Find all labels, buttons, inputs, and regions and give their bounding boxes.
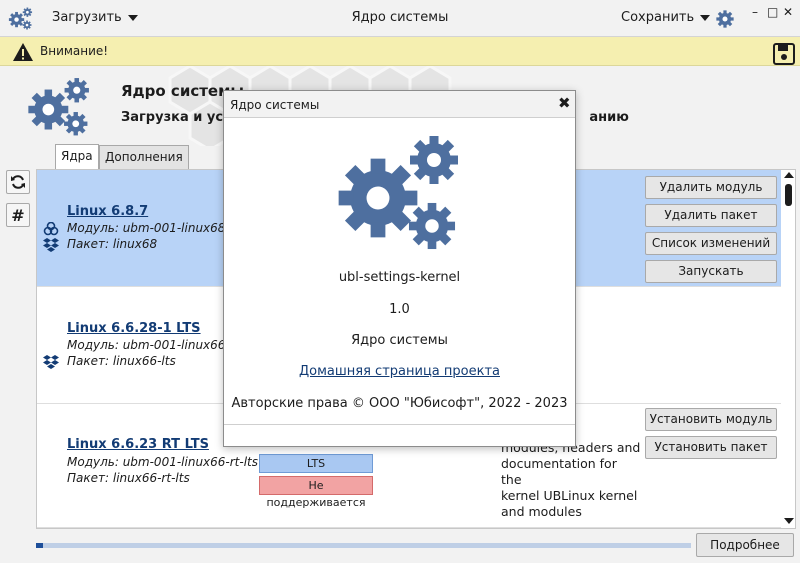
dialog-header: Ядро системы ✖ xyxy=(224,91,575,118)
warning-bar: Внимание! xyxy=(0,37,800,66)
warning-icon xyxy=(13,43,33,61)
unsupported-badge: Не поддерживается xyxy=(259,476,373,509)
list-scrollbar[interactable] xyxy=(783,170,795,528)
minimize-button[interactable]: – xyxy=(752,5,758,19)
save-menu-button[interactable]: Сохранить xyxy=(621,10,711,25)
banner-subtitle-start: Загрузка и уста xyxy=(121,110,240,125)
refresh-button[interactable] xyxy=(6,170,30,194)
gears-icon xyxy=(8,6,34,32)
description-line: and modules xyxy=(501,504,582,519)
kernel-title[interactable]: Linux 6.6.28-1 LTS xyxy=(67,321,201,336)
banner-title: Ядро системы xyxy=(121,82,244,100)
scroll-up-icon[interactable] xyxy=(784,172,794,178)
kernel-package: Пакет: linux66-rt-lts xyxy=(67,471,190,485)
gears-icon xyxy=(334,134,468,256)
kernel-module: Модуль: ubm-001-linux66-l xyxy=(67,338,234,352)
run-button[interactable]: Запускать xyxy=(645,260,777,283)
close-button[interactable]: ✕ xyxy=(783,5,794,19)
project-link-row: Домашняя страница проекта xyxy=(224,364,575,379)
tab-kernels[interactable]: Ядра xyxy=(55,144,99,170)
close-icon[interactable]: ✖ xyxy=(558,94,571,112)
save-menu-label: Сохранить xyxy=(621,10,695,25)
scroll-down-icon[interactable] xyxy=(784,518,794,524)
load-menu-label: Загрузить xyxy=(52,10,122,25)
package-icon xyxy=(43,355,59,369)
install-module-button[interactable]: Установить модуль xyxy=(645,408,777,431)
load-menu-button[interactable]: Загрузить xyxy=(52,10,138,25)
kernel-package: Пакет: linux68 xyxy=(67,237,158,251)
scroll-thumb[interactable] xyxy=(785,184,792,206)
kernel-module: Модуль: ubm-001-linux68 xyxy=(67,221,226,235)
save-icon[interactable] xyxy=(772,42,796,66)
kernel-title[interactable]: Linux 6.8.7 xyxy=(67,204,149,219)
warning-text: Внимание! xyxy=(40,44,109,58)
project-homepage-link[interactable]: Домашняя страница проекта xyxy=(299,364,500,379)
about-dialog: Ядро системы ✖ ubl-settings-kernel 1.0 Я… xyxy=(223,90,576,447)
details-button[interactable]: Подробнее xyxy=(696,533,794,557)
description-line: kernel UBLinux kernel xyxy=(501,488,638,503)
dialog-divider xyxy=(224,424,575,425)
chevron-down-icon xyxy=(127,14,138,21)
kernel-title[interactable]: Linux 6.6.23 RT LTS xyxy=(67,437,209,452)
tab-addons[interactable]: Дополнения xyxy=(99,145,189,169)
progress-fill xyxy=(36,543,43,548)
kernel-module: Модуль: ubm-001-linux66-rt-lts xyxy=(67,455,259,469)
app-description: Ядро системы xyxy=(351,333,448,348)
copyright: Авторские права © ООО "Юбисофт", 2022 - … xyxy=(231,396,568,411)
remove-package-button[interactable]: Удалить пакет xyxy=(645,204,777,227)
hash-icon: # xyxy=(11,205,25,225)
hash-button[interactable]: # xyxy=(6,203,30,227)
modules-icon xyxy=(43,222,59,236)
description-line: documentation for the xyxy=(501,456,617,487)
chevron-down-icon xyxy=(700,14,711,21)
progress-bar xyxy=(36,543,691,548)
gear-icon[interactable] xyxy=(716,10,734,28)
title-bar: Загрузить Ядро системы Сохранить – □ ✕ xyxy=(0,0,800,37)
remove-module-button[interactable]: Удалить модуль xyxy=(645,176,777,199)
refresh-icon xyxy=(11,175,25,189)
lts-badge: LTS xyxy=(259,454,373,473)
kernel-package: Пакет: linux66-lts xyxy=(67,354,176,368)
install-package-button[interactable]: Установить пакет xyxy=(645,436,777,459)
banner-subtitle: Загрузка и уста анию xyxy=(121,110,629,125)
dialog-title: Ядро системы xyxy=(230,98,320,112)
maximize-button[interactable]: □ xyxy=(767,5,779,19)
banner-subtitle-end: анию xyxy=(589,110,629,125)
changelog-button[interactable]: Список изменений xyxy=(645,232,777,255)
package-icon xyxy=(43,238,59,252)
app-name: ubl-settings-kernel xyxy=(338,270,461,285)
app-version: 1.0 xyxy=(389,302,410,317)
gears-icon xyxy=(26,74,94,142)
